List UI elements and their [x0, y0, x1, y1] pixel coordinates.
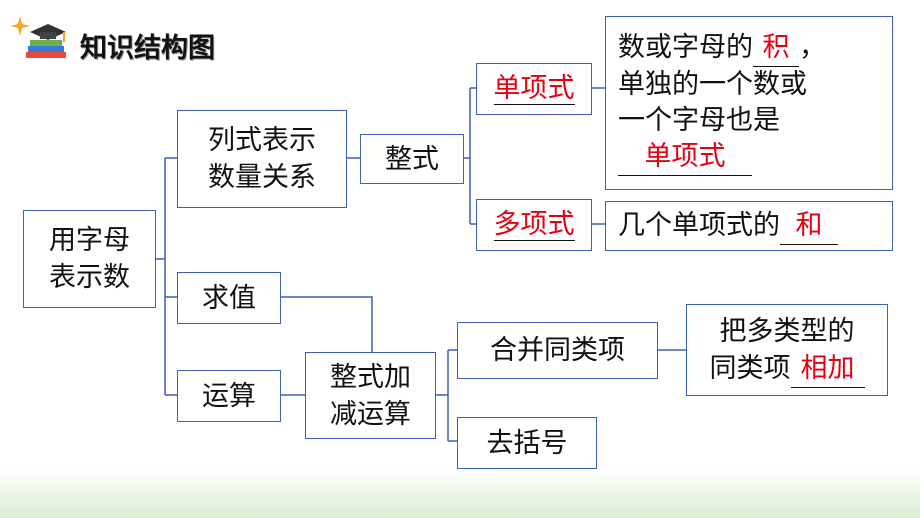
node-combine-label: 合并同类项	[490, 335, 625, 366]
mono-def-line4: 单项式	[618, 139, 826, 176]
combine-def-line1: 把多类型的	[719, 315, 855, 347]
page-title: 知识结构图	[80, 33, 215, 64]
graduation-cap-books-icon	[26, 24, 66, 58]
node-monomial-label: 单项式	[493, 72, 575, 105]
node-zhengshi-label: 整式	[385, 143, 439, 175]
combine-def-line2-answer: 相加	[790, 350, 865, 388]
combine-def-line2-prefix: 同类项	[709, 352, 791, 384]
node-monomial: 单项式	[476, 63, 592, 115]
poly-def-answer: 和	[780, 207, 838, 245]
node-addsub: 整式加 减运算	[305, 352, 436, 439]
node-combine-definition: 把多类型的 同类项相加	[686, 304, 888, 396]
node-polynomial-label: 多项式	[493, 208, 575, 241]
node-brackets-label: 去括号	[486, 427, 568, 459]
node-zhengshi: 整式	[360, 134, 464, 184]
mono-def-line1-answer: 积	[753, 30, 799, 67]
combine-def-line2: 同类项相加	[710, 350, 865, 388]
node-polynomial-definition: 几个单项式的和	[605, 201, 893, 251]
connector-eval-addsub	[280, 296, 373, 352]
mono-def-line1-prefix: 数或字母的	[618, 32, 753, 63]
node-expression-line2: 数量关系	[208, 162, 316, 193]
node-ops: 运算	[177, 370, 281, 422]
node-addsub-line2: 减运算	[330, 398, 411, 430]
node-eval: 求值	[177, 272, 281, 324]
mono-def-line3: 一个字母也是	[618, 105, 780, 136]
mono-def-line1-suffix: ，	[799, 32, 826, 63]
node-brackets: 去括号	[457, 417, 597, 469]
node-eval-label: 求值	[202, 282, 256, 314]
connector-addsub-children	[436, 349, 457, 442]
mono-def-line4-answer: 单项式	[618, 139, 752, 176]
mono-def-line2: 单独的一个数或	[618, 69, 807, 100]
node-expression-line1: 列式表示	[208, 125, 316, 156]
node-root-line1: 用字母	[49, 225, 130, 256]
mono-def-line1: 数或字母的积，	[618, 30, 826, 67]
node-root-line2: 表示数	[49, 262, 130, 293]
poly-def-text: 几个单项式的和	[618, 207, 838, 245]
node-monomial-definition: 数或字母的积， 单独的一个数或 一个字母也是 单项式	[605, 16, 893, 190]
node-polynomial: 多项式	[476, 199, 592, 251]
node-root: 用字母 表示数	[23, 210, 156, 308]
node-combine: 合并同类项	[457, 322, 658, 379]
bottom-gradient-band	[0, 468, 920, 518]
sparkle-icon	[10, 16, 30, 36]
connector-zhengshi-types	[463, 87, 476, 225]
node-addsub-line1: 整式加	[330, 361, 411, 393]
node-expression: 列式表示 数量关系	[177, 110, 347, 208]
poly-def-prefix: 几个单项式的	[618, 210, 780, 241]
node-ops-label: 运算	[202, 380, 256, 412]
connector-root	[155, 157, 177, 396]
